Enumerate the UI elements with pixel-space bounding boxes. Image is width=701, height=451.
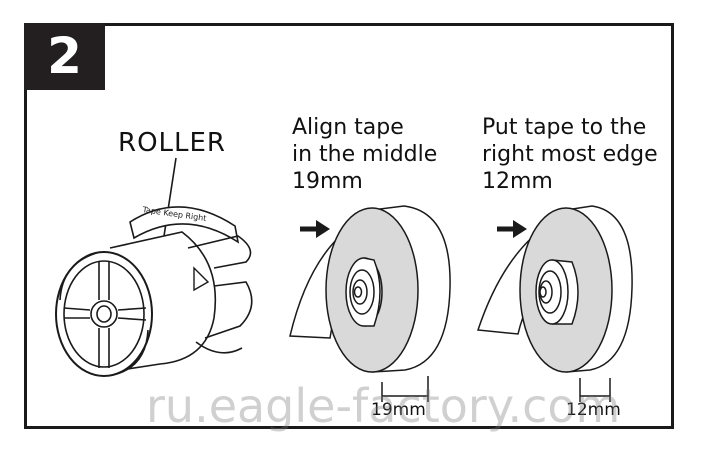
dimension-label-right: 12mm <box>566 400 621 420</box>
dimension-label-left: 19mm <box>371 400 426 420</box>
watermark: ru.eagle-factory.com <box>146 379 621 433</box>
tape-roll-right-edge <box>476 205 633 373</box>
instruction-frame <box>24 23 674 429</box>
arrow-icon <box>300 220 330 238</box>
arrow-icon <box>497 220 527 238</box>
roller-illustration <box>55 157 253 377</box>
dimension-marker-12mm <box>579 378 611 402</box>
tape-roll-centered <box>289 205 451 373</box>
step-number-badge: 2 <box>24 23 105 90</box>
roller-label: ROLLER <box>118 128 226 158</box>
align-instruction: Align tape in the middle 19mm <box>292 115 438 194</box>
right-edge-instruction: Put tape to the right most edge 12mm <box>482 115 658 194</box>
dimension-marker-19mm <box>381 376 429 402</box>
